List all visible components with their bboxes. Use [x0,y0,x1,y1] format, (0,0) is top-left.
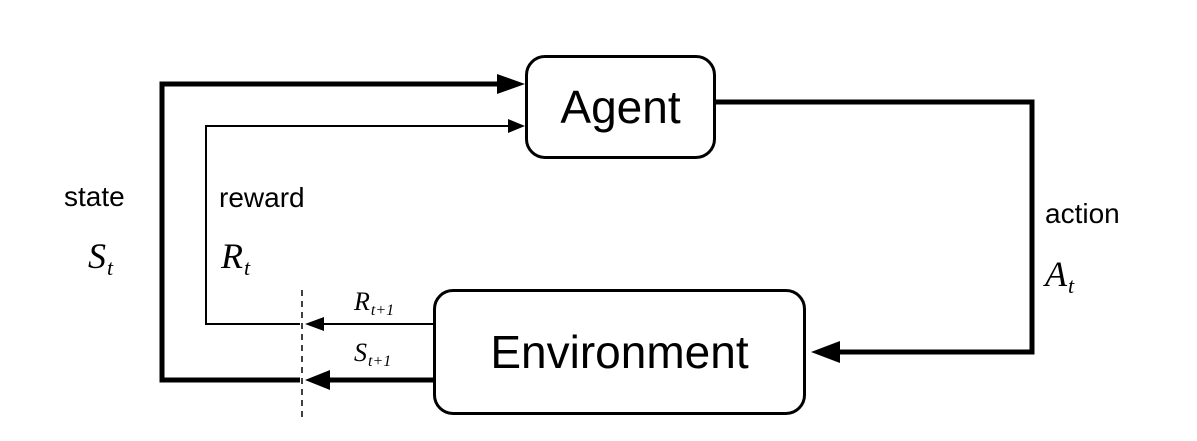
action-symbol-subscript: t [1068,273,1075,298]
reward-feedback-line [205,125,508,325]
action-label: action [1045,198,1120,229]
state-symbol-subscript: t [107,255,114,280]
agent-label: Agent [560,81,681,133]
reward-symbol-subscript: t [244,255,251,280]
next-state-symbol-subscript: t+1 [368,353,392,370]
reward-symbol-base: R [221,236,243,276]
next-reward-symbol: Rt+1 [354,289,394,319]
reward-symbol: Rt [221,238,250,279]
environment-box: Environment [433,289,806,415]
state-symbol: St [88,238,113,279]
state-feedback-line [159,81,500,383]
next-reward-symbol-base: R [354,287,370,316]
state-arrowhead [497,74,525,94]
action-line [716,99,1035,355]
action-symbol: At [1045,256,1074,297]
environment-label: Environment [490,326,749,378]
next-reward-arrowhead [305,317,324,331]
reward-label: reward [219,182,305,213]
action-symbol-base: A [1045,254,1067,294]
state-symbol-base: S [88,236,106,276]
next-state-arrowhead [305,370,330,390]
action-arrowhead [811,341,840,363]
agent-box: Agent [525,55,716,159]
reward-arrowhead [508,119,525,133]
next-state-symbol-base: S [354,338,367,367]
next-state-symbol: St+1 [354,340,391,370]
state-label: state [64,181,125,212]
next-reward-symbol-subscript: t+1 [370,302,395,319]
